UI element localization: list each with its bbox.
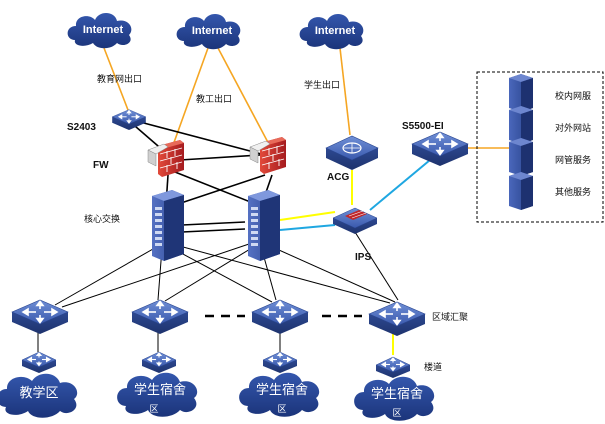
firewall-2	[249, 136, 287, 175]
area-label-teaching: 教学区	[19, 385, 58, 401]
cloud-icon	[117, 372, 198, 417]
cloud-icon	[0, 373, 78, 418]
link-core1-agg3	[167, 245, 273, 303]
access-switch-1	[21, 351, 57, 374]
link-ips-s5500	[369, 159, 431, 211]
label-core: 核心交换	[84, 213, 120, 225]
server-label-3: 网管服务	[555, 154, 591, 166]
cloud-icon	[176, 13, 241, 50]
link-core1-core2-a	[181, 221, 246, 226]
internet-cloud-edu: Internet	[67, 12, 132, 49]
area-cloud-dorm-1: 学生宿舍 区	[117, 372, 198, 417]
label-student-exit: 学生出口	[304, 79, 340, 91]
server-label-1: 校内网服	[555, 90, 591, 102]
link-core1-core2-b	[181, 228, 246, 233]
label-edu-exit: 教育网出口	[97, 73, 142, 85]
switch-icon	[375, 356, 411, 379]
area-label-dorm-3: 学生宿舍	[371, 386, 423, 402]
switch-icon	[368, 301, 426, 337]
link-fw1-core2	[174, 171, 259, 206]
link-core1-agg4	[171, 243, 391, 304]
internet-cloud-staff: Internet	[176, 13, 241, 50]
switch-icon	[411, 131, 469, 167]
server-label-2: 对外网站	[555, 122, 591, 134]
link-edu-internet	[103, 47, 129, 111]
cloud-icon	[354, 376, 435, 421]
agg-switch-1	[11, 299, 69, 335]
link-core2-ips-yellow	[279, 211, 336, 221]
link-core2-ips-cyan	[279, 224, 336, 231]
label-s2403: S2403	[67, 122, 96, 133]
link-core2-agg2	[164, 245, 256, 302]
ips-device	[332, 207, 378, 234]
label-acg: ACG	[327, 172, 349, 183]
switch-icon	[11, 299, 69, 335]
area-sublabel-dorm-3: 区	[392, 408, 401, 419]
switch-icon	[21, 351, 57, 374]
server-icon	[509, 138, 533, 176]
core-switch-1	[152, 190, 184, 261]
area-label-dorm-1: 学生宿舍	[134, 382, 186, 398]
area-cloud-dorm-3: 学生宿舍 区	[354, 376, 435, 421]
firewall-1	[147, 139, 185, 178]
server-icon	[509, 172, 533, 210]
firewall-icon	[147, 139, 185, 178]
s2403-switch	[111, 109, 147, 131]
area-cloud-dorm-2: 学生宿舍 区	[239, 372, 320, 417]
area-cloud-teaching: 教学区	[0, 373, 78, 418]
area-sublabel-dorm-1: 区	[149, 404, 158, 415]
switch-icon	[111, 109, 147, 131]
label-region-agg: 区域汇聚	[432, 311, 468, 323]
area-sublabel-dorm-2: 区	[277, 404, 286, 415]
agg-switch-4	[368, 301, 426, 337]
core-switch-icon	[152, 190, 184, 261]
internet-label-edu: Internet	[83, 24, 124, 36]
acg-device	[325, 135, 379, 170]
internet-label-student: Internet	[315, 25, 356, 37]
internet-label-staff: Internet	[192, 25, 233, 37]
core-switch-icon	[248, 190, 280, 261]
cloud-icon	[299, 13, 364, 50]
internet-cloud-student: Internet	[299, 13, 364, 50]
switch-icon	[262, 351, 298, 374]
label-ips: IPS	[355, 252, 371, 263]
link-student-internet	[339, 47, 351, 136]
access-switch-3	[262, 351, 298, 374]
link-fw1-fw2	[179, 154, 261, 161]
core-switch-2	[248, 190, 280, 261]
area-label-dorm-2: 学生宿舍	[256, 382, 308, 398]
acg-icon	[325, 135, 379, 170]
agg-switch-3	[251, 299, 309, 335]
label-staff-exit: 教工出口	[196, 93, 232, 105]
ips-icon	[332, 207, 378, 234]
link-ips-agg4	[354, 231, 399, 301]
firewall-icon	[249, 136, 287, 175]
agg-switch-2	[131, 299, 189, 335]
server-group-box	[476, 71, 604, 223]
link-s2403-fw2	[139, 121, 266, 156]
link-staff-internet-fw2	[217, 47, 273, 151]
cloud-icon	[67, 12, 132, 49]
switch-icon	[131, 299, 189, 335]
cloud-icon	[239, 372, 320, 417]
s5500-switch	[411, 131, 469, 167]
server-label-4: 其他服务	[555, 186, 591, 198]
link-core1-agg1	[54, 244, 161, 306]
switch-icon	[251, 299, 309, 335]
link-fw2-core1	[174, 174, 266, 206]
server-stack	[509, 74, 533, 210]
link-core2-agg4	[269, 245, 396, 303]
access-switch-4	[375, 356, 411, 379]
link-core2-agg1	[61, 242, 253, 308]
label-fw: FW	[93, 160, 109, 171]
label-s5500: S5500-EI	[402, 121, 444, 132]
label-building: 楼道	[424, 361, 442, 373]
access-switch-2	[141, 351, 177, 374]
switch-icon	[141, 351, 177, 374]
